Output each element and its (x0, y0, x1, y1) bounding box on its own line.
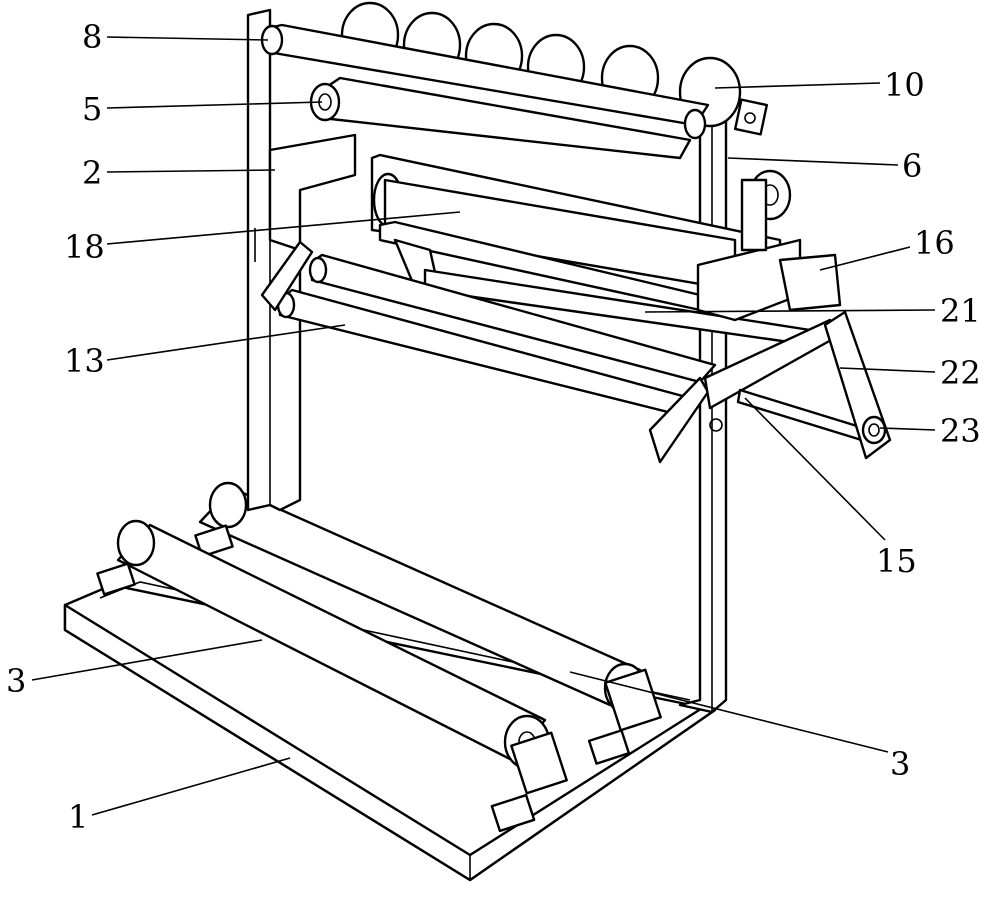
label-10: 10 (884, 66, 925, 104)
label-13: 13 (64, 342, 105, 380)
label-2: 2 (82, 154, 102, 192)
label-5: 5 (82, 90, 102, 128)
label-15: 15 (876, 542, 917, 580)
label-6: 6 (902, 147, 922, 185)
label-23: 23 (940, 412, 981, 450)
label-18: 18 (64, 228, 105, 266)
label-3-left: 3 (6, 662, 26, 700)
label-1: 1 (68, 798, 88, 836)
label-3-right: 3 (890, 745, 910, 783)
label-21: 21 (940, 292, 981, 330)
label-16: 16 (914, 224, 955, 262)
label-8: 8 (82, 18, 102, 56)
label-22: 22 (940, 354, 981, 392)
